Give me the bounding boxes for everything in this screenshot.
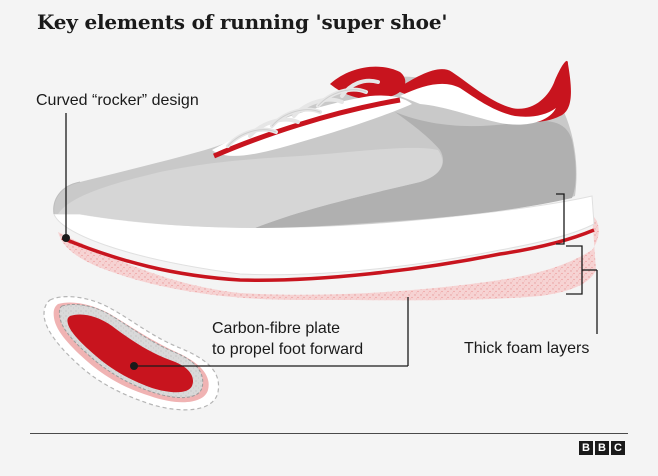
insole-illustration: [43, 296, 220, 411]
plate-label: Carbon-fibre plate to propel foot forwar…: [212, 318, 363, 360]
plate-label-line1: Carbon-fibre plate: [212, 320, 341, 337]
lace-panel: [212, 95, 412, 156]
diagram-title: Key elements of running 'super shoe': [37, 10, 448, 34]
bbc-logo: B B C: [579, 441, 625, 455]
footer-divider: [30, 433, 628, 434]
foam-bracket: [556, 193, 565, 245]
heel-collar: [395, 60, 571, 123]
toe-panel: [58, 147, 443, 228]
logo-letter-b2: B: [595, 441, 609, 455]
logo-letter-b1: B: [579, 441, 593, 455]
logo-letter-c: C: [611, 441, 625, 455]
foam-midsole: [58, 215, 599, 301]
carbon-plate: [61, 228, 595, 282]
foam-label: Thick foam layers: [464, 340, 590, 357]
rocker-label: Curved “rocker” design: [36, 92, 199, 109]
side-panel: [255, 112, 576, 228]
plate-label-line2: to propel foot forward: [212, 341, 364, 358]
rocker-dot: [62, 234, 70, 242]
